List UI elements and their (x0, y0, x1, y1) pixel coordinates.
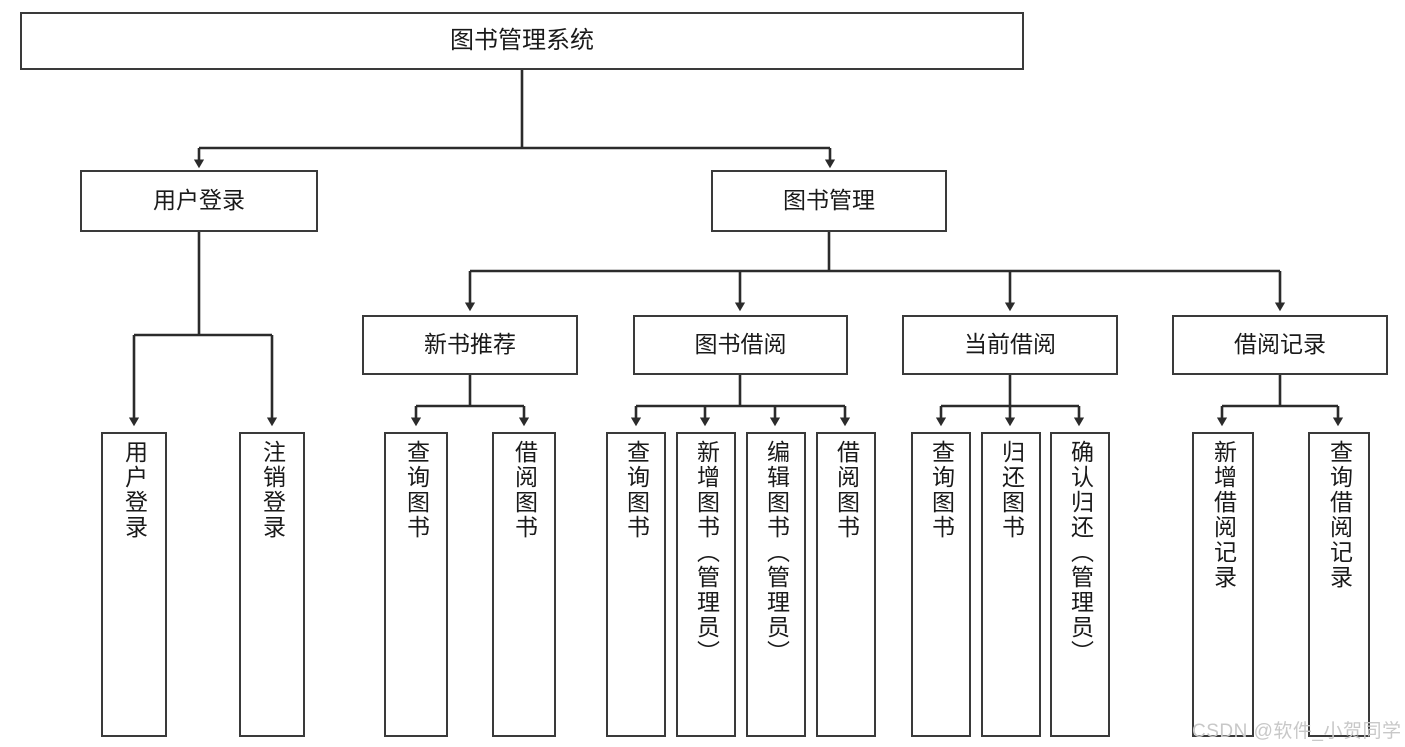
node-label: 图书借阅 (694, 331, 787, 358)
node-leaf-query-book-3[interactable]: 查询图书 (911, 432, 971, 737)
csdn-watermark: CSDN @软件_小贺同学 (1192, 721, 1402, 742)
node-label: 用户登录 (153, 187, 245, 214)
node-label: 借阅图书 (511, 440, 538, 540)
node-leaf-query-book-2[interactable]: 查询图书 (606, 432, 666, 737)
node-label: 查询图书 (403, 440, 430, 540)
node-label: 图书管理 (783, 187, 875, 214)
node-label: 当前借阅 (964, 331, 1056, 358)
node-label: 新增图书（管理员） (693, 440, 720, 665)
node-label: 注销登录 (259, 440, 286, 540)
node-leaf-add-book[interactable]: 新增图书（管理员） (676, 432, 736, 737)
node-label: 查询图书 (928, 440, 955, 540)
node-label: 用户登录 (121, 440, 148, 540)
node-leaf-borrow-book-1[interactable]: 借阅图书 (492, 432, 556, 737)
node-leaf-add-record[interactable]: 新增借阅记录 (1192, 432, 1254, 737)
node-leaf-query-book-1[interactable]: 查询图书 (384, 432, 448, 737)
node-book-manage[interactable]: 图书管理 (711, 170, 947, 232)
node-label: 借阅图书 (833, 440, 860, 540)
node-label: 查询借阅记录 (1326, 440, 1353, 590)
node-label: 编辑图书（管理员） (763, 440, 790, 665)
node-leaf-user-logout[interactable]: 注销登录 (239, 432, 305, 737)
node-leaf-return-book[interactable]: 归还图书 (981, 432, 1041, 737)
node-label: 借阅记录 (1234, 331, 1326, 358)
node-leaf-confirm-return[interactable]: 确认归还（管理员） (1050, 432, 1110, 737)
node-label: 新增借阅记录 (1210, 440, 1237, 590)
node-leaf-query-record[interactable]: 查询借阅记录 (1308, 432, 1370, 737)
node-borrow-record[interactable]: 借阅记录 (1172, 315, 1388, 375)
node-current-borrow[interactable]: 当前借阅 (902, 315, 1118, 375)
node-label: 确认归还（管理员） (1067, 440, 1094, 665)
node-leaf-borrow-book-2[interactable]: 借阅图书 (816, 432, 876, 737)
node-label: 图书管理系统 (450, 26, 594, 54)
node-leaf-user-login[interactable]: 用户登录 (101, 432, 167, 737)
node-leaf-edit-book[interactable]: 编辑图书（管理员） (746, 432, 806, 737)
node-book-management-system[interactable]: 图书管理系统 (20, 12, 1024, 70)
node-label: 新书推荐 (424, 331, 516, 358)
node-book-borrow[interactable]: 图书借阅 (633, 315, 848, 375)
node-label: 归还图书 (998, 440, 1025, 540)
node-user-login[interactable]: 用户登录 (80, 170, 318, 232)
node-new-book-recommend[interactable]: 新书推荐 (362, 315, 578, 375)
node-label: 查询图书 (623, 440, 650, 540)
